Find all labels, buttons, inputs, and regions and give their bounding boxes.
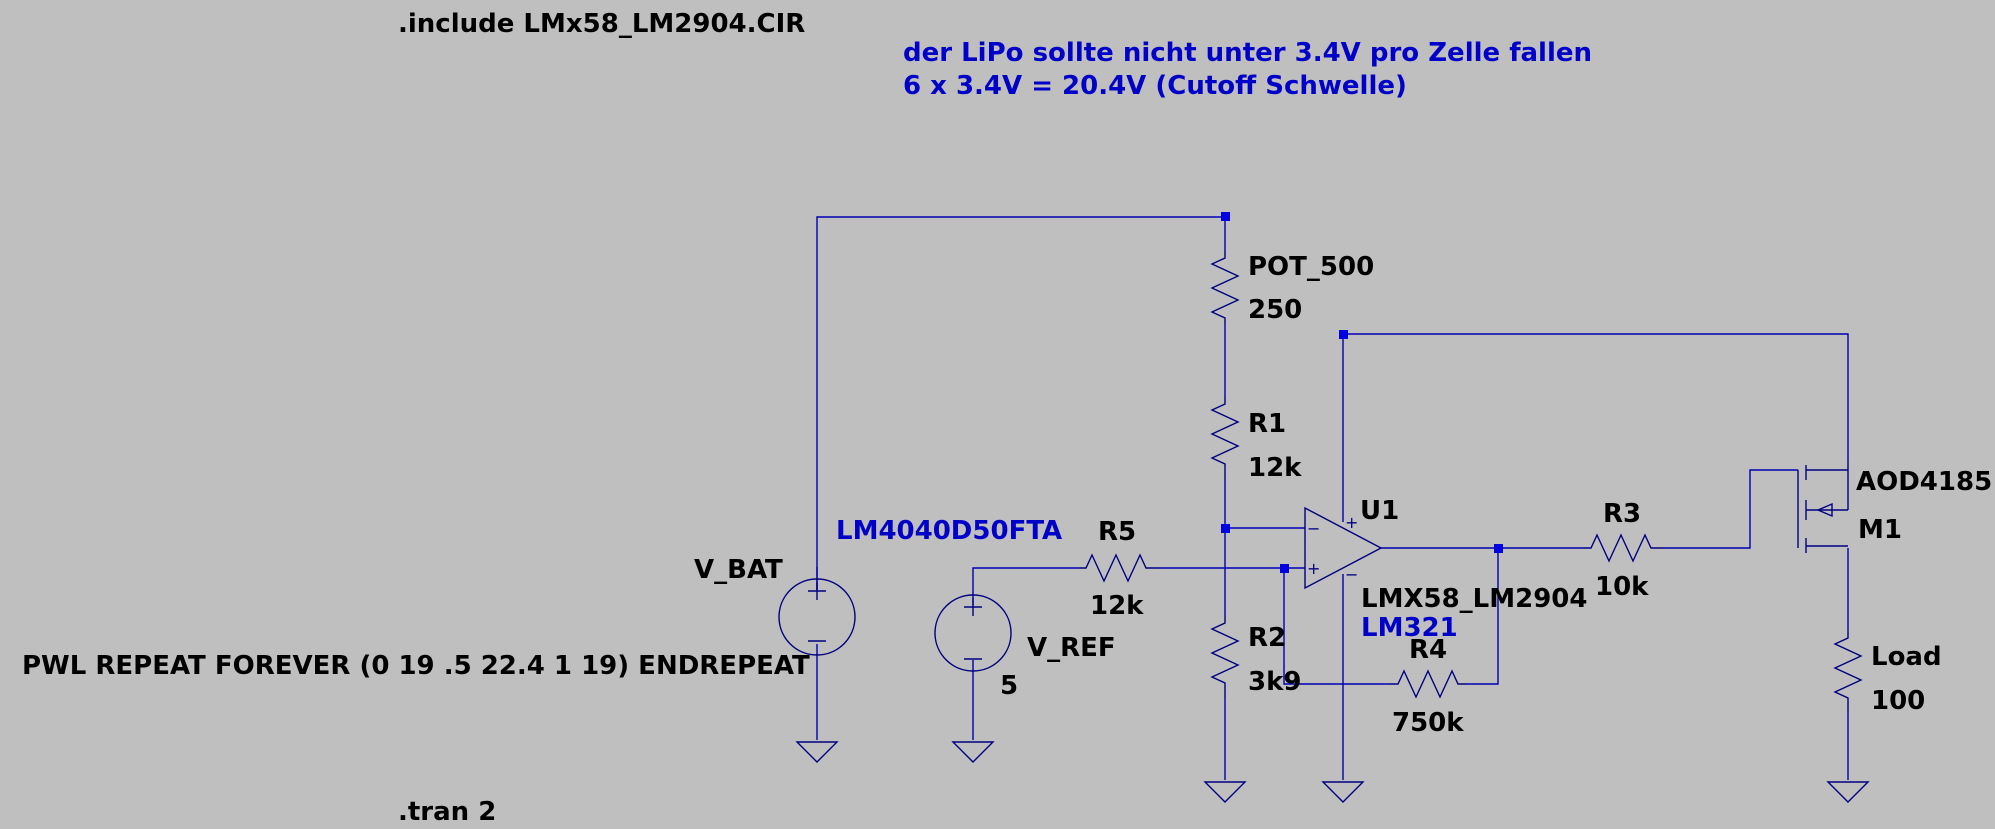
resistor-pot <box>1210 250 1240 323</box>
comment-line-1: der LiPo sollte nicht unter 3.4V pro Zel… <box>903 38 1592 68</box>
r5-name: R5 <box>1098 517 1136 547</box>
wires <box>816 216 1849 780</box>
mosfet-m1 <box>1797 460 1849 553</box>
include-directive: .include LMx58_LM2904.CIR <box>398 9 805 39</box>
u1-alt-part: LM321 <box>1361 613 1458 643</box>
m1-name: M1 <box>1858 515 1902 545</box>
comment-line-2: 6 x 3.4V = 20.4V (Cutoff Schwelle) <box>903 71 1407 101</box>
voltage-source-v-ref <box>934 594 1012 672</box>
resistor-r4 <box>1390 669 1466 699</box>
junction-nodes <box>1221 212 1503 573</box>
v-ref-value: 5 <box>1000 671 1018 701</box>
resistor-r1 <box>1210 396 1240 480</box>
r2-name: R2 <box>1248 623 1286 653</box>
svg-text:−: − <box>1345 565 1358 584</box>
v-ref-name: V_REF <box>1027 633 1116 663</box>
tran-directive: .tran 2 <box>398 797 496 827</box>
resistor-load <box>1833 630 1863 712</box>
r4-value: 750k <box>1392 708 1464 738</box>
voltage-source-v-bat <box>778 567 856 656</box>
ground-symbols <box>795 741 1870 803</box>
svg-text:+: + <box>1345 513 1358 532</box>
r5-value: 12k <box>1090 591 1144 621</box>
m1-value: AOD4185 <box>1856 467 1992 497</box>
pot-name: POT_500 <box>1248 252 1374 282</box>
svg-text:+: + <box>1307 559 1320 578</box>
v-bat-value: PWL REPEAT FOREVER (0 19 .5 22.4 1 19) E… <box>22 651 810 681</box>
r1-value: 12k <box>1248 453 1302 483</box>
u1-value: LMX58_LM2904 <box>1361 584 1587 614</box>
opamp-u1: − + + − <box>1304 506 1383 590</box>
svg-text:−: − <box>1307 519 1320 538</box>
u1-name: U1 <box>1360 496 1399 526</box>
r2-value: 3k9 <box>1248 667 1301 697</box>
resistor-r2 <box>1210 615 1240 698</box>
v-ref-part: LM4040D50FTA <box>836 516 1062 546</box>
pot-value: 250 <box>1248 295 1302 325</box>
resistor-r3 <box>1583 533 1665 563</box>
load-name: Load <box>1871 642 1942 672</box>
resistor-r5 <box>1078 553 1158 583</box>
r3-name: R3 <box>1603 499 1641 529</box>
load-value: 100 <box>1871 686 1925 716</box>
r3-value: 10k <box>1595 572 1649 602</box>
r4-name: R4 <box>1409 635 1447 665</box>
v-bat-name: V_BAT <box>694 555 783 585</box>
r1-name: R1 <box>1248 409 1286 439</box>
